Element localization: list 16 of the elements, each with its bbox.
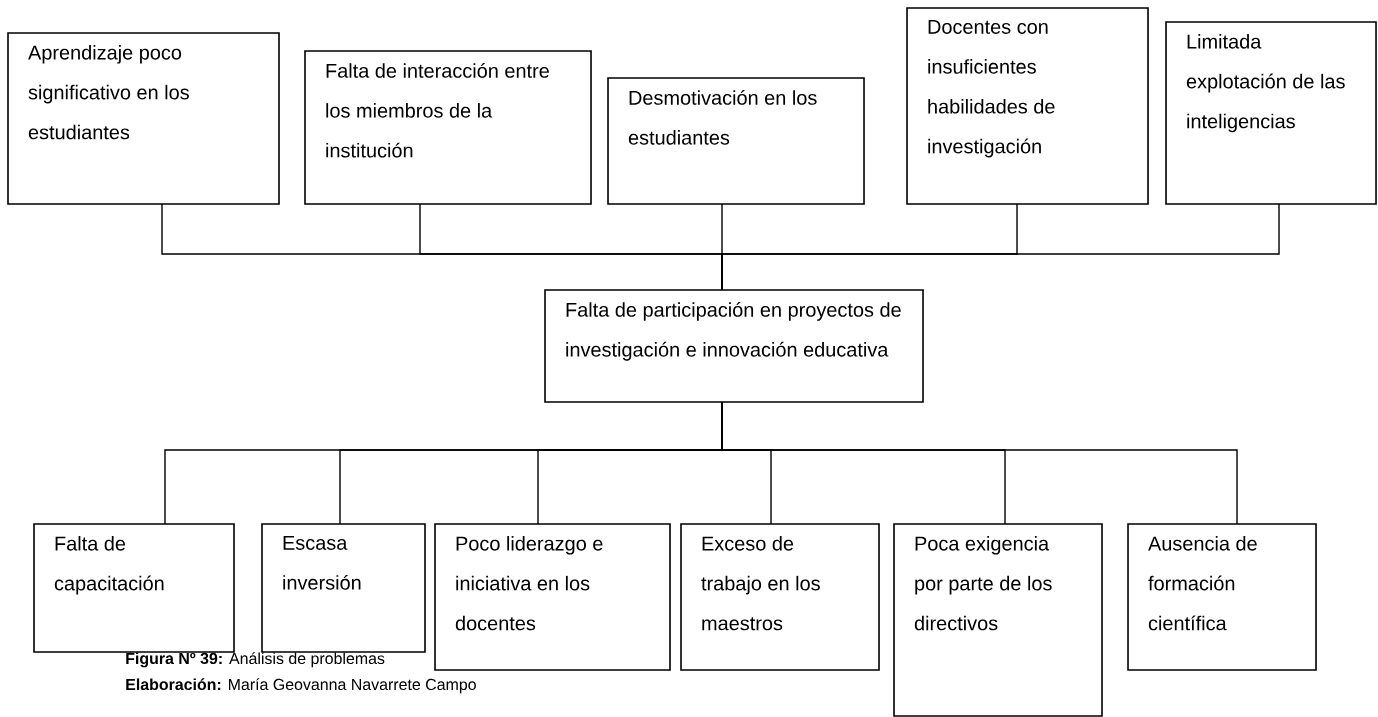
text-box: Falta de interacción entre los miembros de la institución xyxy=(304,50,592,205)
text-box: Poco liderazgo e iniciativa en los docentes xyxy=(434,523,671,671)
connector-line xyxy=(721,203,1280,291)
text-box: Ausencia de formación científica xyxy=(1127,523,1317,671)
text-box: Aprendizaje poco significativo en los estudiantes xyxy=(7,32,280,205)
caption-text: Elaboración: María Geovanna Navarrete Campo xyxy=(126,678,476,694)
caption-text: Figura Nº 39: Análisis de problemas xyxy=(126,652,385,668)
text-box: Falta de participación en proyectos de investigación e innovación educativa xyxy=(544,289,924,403)
text-box: Escasa inversión xyxy=(261,523,426,653)
text-box: Limitada explotación de las inteligencias xyxy=(1165,21,1377,205)
connector-line xyxy=(721,401,1238,525)
text-box: Exceso de trabajo en los maestros xyxy=(680,523,880,671)
text-box: Docentes con insuficientes habilidades de investigación xyxy=(906,7,1149,205)
text-box: Desmotivación en los estudiantes xyxy=(607,77,865,205)
text-box: Poca exigencia por parte de los directivos xyxy=(893,523,1103,717)
text-box: Falta de capacitación xyxy=(33,523,235,653)
